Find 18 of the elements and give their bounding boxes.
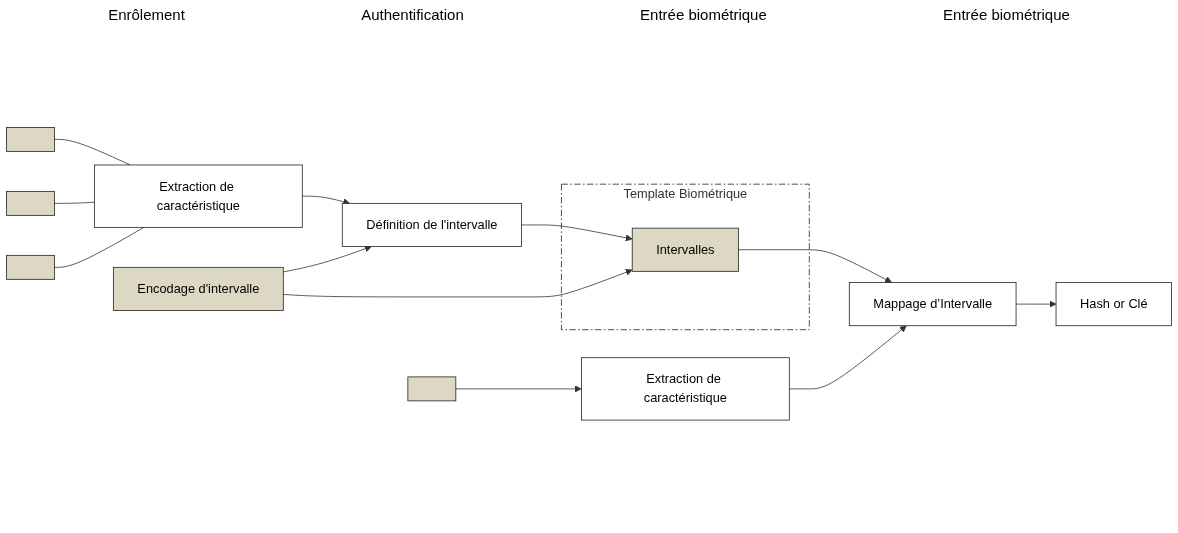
node-box: Intervalles [631,228,739,272]
node-box: Mappage d’Intervalle [848,282,1017,327]
node-box [6,191,55,217]
section-label: Authentification [361,6,464,23]
node-box: Encodage d'intervalle [112,267,284,312]
node-box: Définition de l'intervalle [341,203,522,248]
connector [54,227,145,268]
node-box [407,376,457,402]
node-box: Hash or Clé [1055,282,1172,327]
node-box: Extraction de caractéristique [94,164,303,228]
section-label: Enrôlement [108,6,185,23]
section-label: Entrée biométrique [943,6,1070,23]
connector [54,139,131,166]
section-label: Entrée biométrique [640,6,767,23]
node-box [6,255,55,280]
connector [54,202,95,205]
node-box [6,127,55,153]
node-box: Extraction de caractéristique [581,357,790,421]
